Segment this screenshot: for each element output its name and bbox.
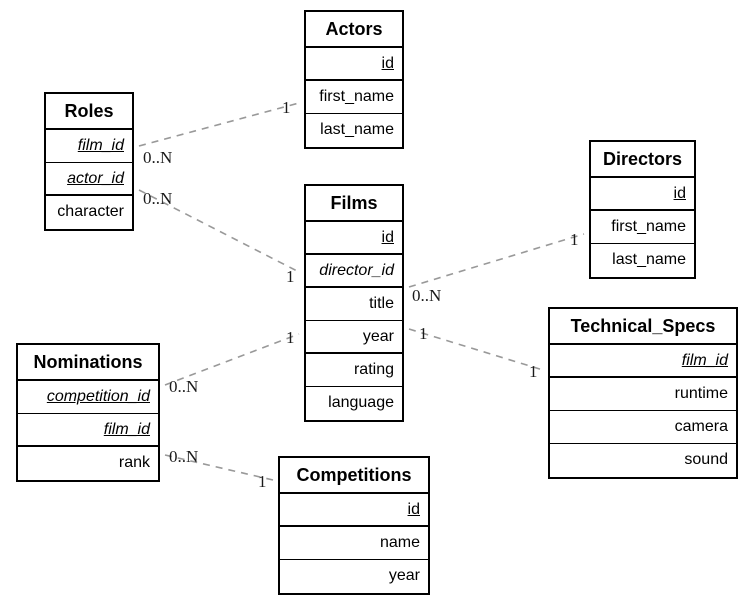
attribute-label: language: [328, 394, 394, 411]
attribute-label: rating: [353, 361, 394, 378]
attribute-row[interactable]: id: [591, 178, 694, 211]
attribute-row[interactable]: film_id: [46, 130, 132, 163]
cardinality-label-films-technical_specs-source: 1: [419, 324, 428, 343]
cardinality-label-films-directors-source: 0..N: [412, 286, 442, 305]
relationship-line-films-directors: [408, 233, 585, 288]
attribute-label: competition_id: [46, 388, 150, 405]
attribute-label: id: [673, 185, 686, 202]
attribute-row[interactable]: film_id: [18, 414, 158, 447]
attribute-row[interactable]: rating: [306, 354, 402, 387]
entity-title-actors: Actors: [306, 12, 402, 48]
entity-title-technical_specs: Technical_Specs: [550, 309, 736, 345]
attribute-label: last_name: [612, 251, 686, 268]
cardinality-label-films-directors-target: 1: [570, 230, 579, 249]
entity-title-films: Films: [306, 186, 402, 222]
cardinality-label-nominations-competitions-source: 0..N: [169, 447, 199, 466]
entity-title-directors: Directors: [591, 142, 694, 178]
attribute-label: year: [388, 567, 420, 584]
attribute-row[interactable]: language: [306, 387, 402, 420]
attribute-label: sound: [684, 451, 728, 468]
attribute-label: film_id: [77, 137, 124, 154]
attribute-row[interactable]: runtime: [550, 378, 736, 411]
attribute-label: character: [57, 203, 124, 220]
cardinality-label-roles-actors-target: 1: [282, 98, 291, 117]
cardinality-label-roles-films-target: 1: [286, 267, 295, 286]
cardinality-label-films-technical_specs-target: 1: [529, 362, 538, 381]
attribute-label: actor_id: [67, 170, 124, 187]
cardinality-label-nominations-films-target: 1: [286, 328, 295, 347]
attribute-row[interactable]: id: [306, 48, 402, 81]
attribute-row[interactable]: camera: [550, 411, 736, 444]
attribute-row[interactable]: actor_id: [46, 163, 132, 196]
entity-title-competitions: Competitions: [280, 458, 428, 494]
cardinality-label-roles-actors-source: 0..N: [143, 148, 173, 167]
attribute-label: title: [369, 295, 394, 312]
cardinality-label-nominations-competitions-target: 1: [258, 472, 267, 491]
attribute-row[interactable]: last_name: [306, 114, 402, 147]
entity-table-directors[interactable]: Directors id first_name last_name: [589, 140, 696, 279]
attribute-label: director_id: [319, 262, 394, 279]
entity-title-roles: Roles: [46, 94, 132, 130]
entity-table-actors[interactable]: Actors id first_name last_name: [304, 10, 404, 149]
attribute-label: first_name: [319, 88, 394, 105]
entity-table-competitions[interactable]: Competitions id name year: [278, 456, 430, 595]
attribute-row[interactable]: rank: [18, 447, 158, 480]
attribute-label: film_id: [681, 352, 728, 369]
attribute-label: rank: [118, 454, 150, 471]
attribute-row[interactable]: first_name: [591, 211, 694, 244]
entity-title-nominations: Nominations: [18, 345, 158, 381]
attribute-label: year: [362, 328, 394, 345]
entity-table-roles[interactable]: Roles film_id actor_id character: [44, 92, 134, 231]
relationship-line-films-technical_specs: [408, 328, 544, 371]
attribute-row[interactable]: film_id: [550, 345, 736, 378]
attribute-label: id: [407, 501, 420, 518]
attribute-row[interactable]: director_id: [306, 255, 402, 288]
attribute-label: name: [379, 534, 420, 551]
attribute-label: id: [381, 229, 394, 246]
attribute-row[interactable]: title: [306, 288, 402, 321]
attribute-row[interactable]: year: [306, 321, 402, 354]
attribute-row[interactable]: last_name: [591, 244, 694, 277]
attribute-row[interactable]: name: [280, 527, 428, 560]
attribute-row[interactable]: sound: [550, 444, 736, 477]
attribute-row[interactable]: id: [306, 222, 402, 255]
relationship-line-roles-actors: [138, 102, 300, 147]
attribute-row[interactable]: id: [280, 494, 428, 527]
attribute-label: first_name: [611, 218, 686, 235]
attribute-label: last_name: [320, 121, 394, 138]
attribute-label: film_id: [103, 421, 150, 438]
attribute-row[interactable]: competition_id: [18, 381, 158, 414]
cardinality-label-roles-films-source: 0..N: [143, 189, 173, 208]
attribute-label: id: [381, 55, 394, 72]
attribute-label: camera: [674, 418, 728, 435]
attribute-row[interactable]: first_name: [306, 81, 402, 114]
attribute-row[interactable]: character: [46, 196, 132, 229]
attribute-label: runtime: [674, 385, 728, 402]
attribute-row[interactable]: year: [280, 560, 428, 593]
cardinality-label-nominations-films-source: 0..N: [169, 377, 199, 396]
